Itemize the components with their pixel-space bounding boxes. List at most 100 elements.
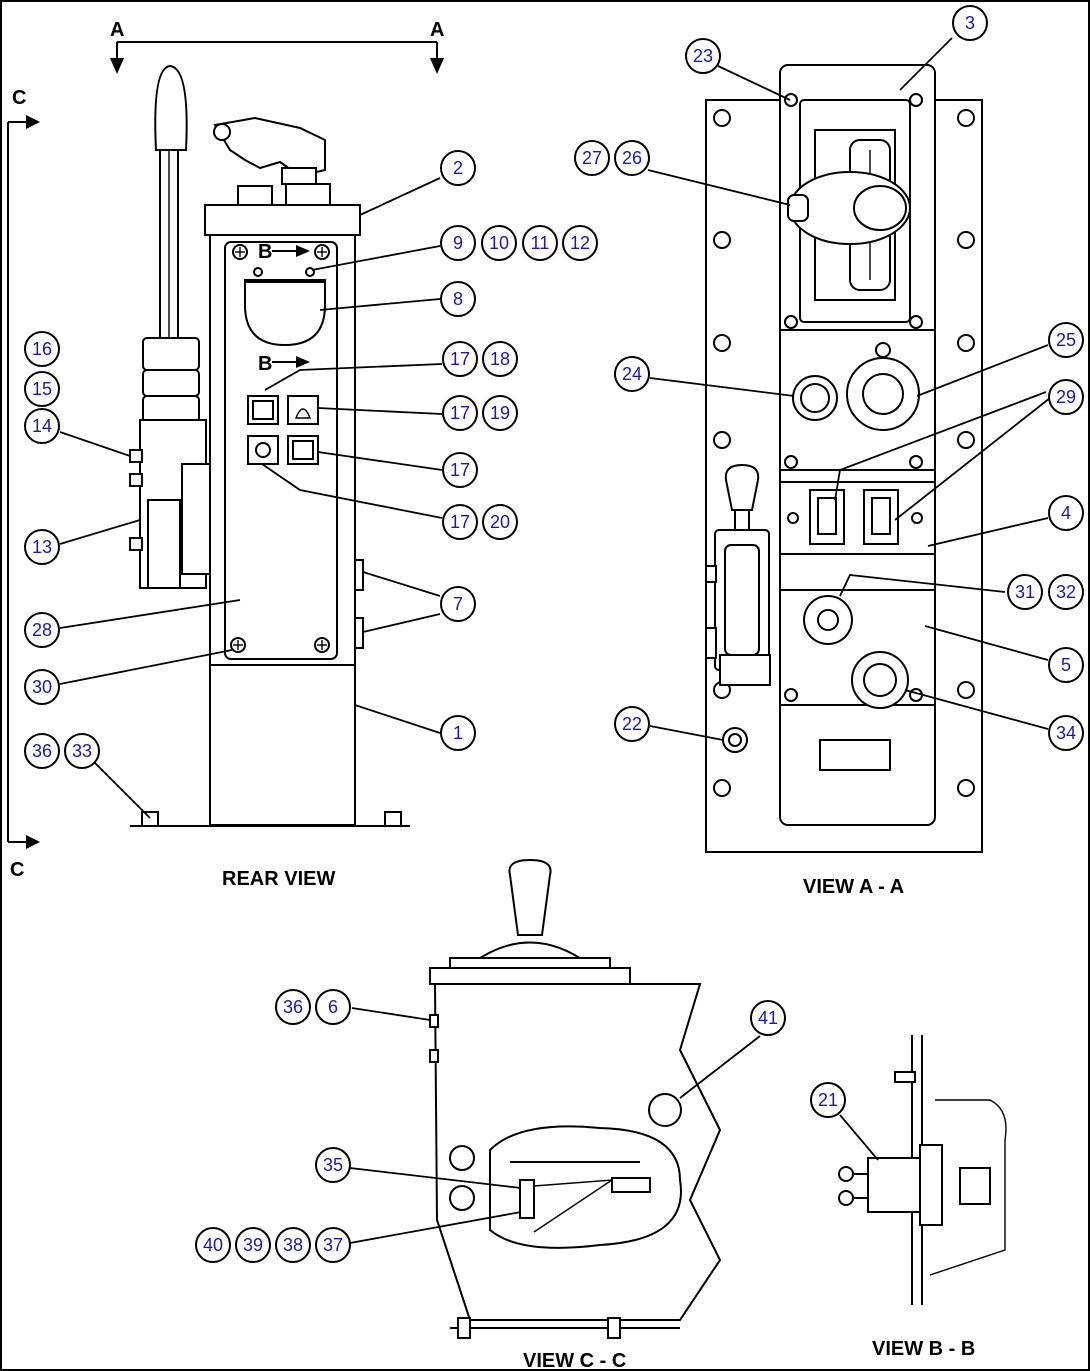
callout-1: 1	[440, 715, 476, 751]
svg-text:4: 4	[1061, 503, 1071, 523]
callout-36-b: 36	[275, 989, 311, 1025]
callout-6: 6	[315, 989, 351, 1025]
callout-21: 21	[810, 1082, 846, 1118]
rear-valve-block	[129, 337, 211, 589]
svg-text:27: 27	[582, 148, 602, 168]
svg-text:36: 36	[32, 741, 52, 761]
svg-text:25: 25	[1056, 330, 1076, 350]
rear-top-joystick	[213, 116, 331, 209]
svg-text:35: 35	[323, 1155, 343, 1175]
svg-text:12: 12	[570, 233, 590, 253]
callout-13: 13	[24, 529, 60, 565]
section-c-bottom-letter: C	[10, 859, 24, 881]
view-c-c	[429, 858, 722, 1339]
section-a-left-letter: A	[110, 19, 124, 41]
callout-8: 8	[440, 281, 476, 317]
callout-34: 34	[1048, 715, 1084, 751]
svg-text:21: 21	[818, 1090, 838, 1110]
callout-39: 39	[235, 1227, 271, 1263]
svg-text:14: 14	[32, 416, 52, 436]
callout-27: 27	[574, 140, 610, 176]
svg-text:39: 39	[243, 1235, 263, 1255]
callout-17-b: 17	[442, 395, 478, 431]
svg-text:26: 26	[622, 148, 642, 168]
svg-text:36: 36	[283, 997, 303, 1017]
callout-24: 24	[614, 356, 650, 392]
callout-17-d: 17	[442, 504, 478, 540]
svg-text:11: 11	[531, 233, 550, 253]
svg-text:6: 6	[328, 997, 338, 1017]
svg-text:28: 28	[32, 620, 52, 640]
svg-text:17: 17	[450, 403, 470, 423]
callout-15: 15	[24, 371, 60, 407]
callout-16: 16	[24, 331, 60, 367]
callouts: 2 9 10 11 12 8 17 18 17 19 17 17 20 7 1 …	[24, 5, 1084, 1263]
svg-text:1: 1	[453, 723, 463, 743]
svg-text:34: 34	[1056, 723, 1076, 743]
svg-text:31: 31	[1015, 582, 1035, 602]
callout-2: 2	[440, 150, 476, 186]
view-b-caption: VIEW B - B	[872, 1338, 975, 1360]
callout-9: 9	[440, 225, 476, 261]
section-c-top-letter: C	[12, 87, 26, 109]
svg-text:20: 20	[490, 512, 510, 532]
svg-text:24: 24	[622, 364, 642, 384]
callout-41: 41	[750, 1000, 786, 1036]
svg-text:13: 13	[32, 537, 52, 557]
callout-10: 10	[481, 225, 517, 261]
section-a-right-letter: A	[430, 19, 444, 41]
svg-text:19: 19	[490, 403, 510, 423]
callout-38: 38	[275, 1227, 311, 1263]
callout-29: 29	[1048, 379, 1084, 415]
callout-19: 19	[482, 395, 518, 431]
svg-text:23: 23	[693, 46, 713, 66]
callout-5: 5	[1048, 647, 1084, 683]
svg-text:17: 17	[450, 349, 470, 369]
callout-25: 25	[1048, 322, 1084, 358]
view-b-b	[838, 1035, 1007, 1305]
rear-view-caption: REAR VIEW	[222, 868, 335, 890]
callout-17-c: 17	[442, 452, 478, 488]
callout-36-a: 36	[24, 733, 60, 769]
callout-23: 23	[685, 38, 721, 74]
section-c-indicator: C C	[7, 87, 40, 881]
callout-3: 3	[952, 5, 988, 41]
section-a-indicator: A A	[110, 19, 444, 74]
svg-text:2: 2	[453, 158, 463, 178]
callout-30: 30	[24, 669, 60, 705]
svg-text:30: 30	[32, 677, 52, 697]
view-a-a	[705, 64, 983, 853]
callout-14: 14	[24, 408, 60, 444]
svg-text:10: 10	[489, 233, 509, 253]
svg-text:17: 17	[450, 460, 470, 480]
callout-28: 28	[24, 612, 60, 648]
rear-view: A A C C	[7, 19, 444, 881]
svg-text:40: 40	[203, 1235, 223, 1255]
svg-text:16: 16	[32, 339, 52, 359]
svg-text:33: 33	[72, 741, 92, 761]
view-c-caption: VIEW C - C	[523, 1350, 626, 1371]
callout-32: 32	[1048, 574, 1084, 610]
callout-22: 22	[614, 706, 650, 742]
callout-33: 33	[64, 733, 100, 769]
rear-lever	[154, 64, 188, 341]
svg-text:29: 29	[1056, 387, 1076, 407]
callout-11: 11	[522, 225, 558, 261]
svg-text:32: 32	[1056, 582, 1076, 602]
svg-text:9: 9	[453, 233, 463, 253]
svg-text:5: 5	[1061, 655, 1071, 675]
callout-7: 7	[440, 586, 476, 622]
view-a-caption: VIEW A - A	[803, 876, 904, 898]
callout-40: 40	[195, 1227, 231, 1263]
callout-18: 18	[482, 341, 518, 377]
svg-text:37: 37	[323, 1235, 343, 1255]
callout-37: 37	[315, 1227, 351, 1263]
svg-text:22: 22	[622, 714, 642, 734]
svg-text:17: 17	[450, 512, 470, 532]
callout-35: 35	[315, 1147, 351, 1183]
section-b-top-letter: B	[258, 241, 272, 263]
svg-text:41: 41	[758, 1008, 778, 1028]
leader-lines	[59, 37, 1051, 1244]
